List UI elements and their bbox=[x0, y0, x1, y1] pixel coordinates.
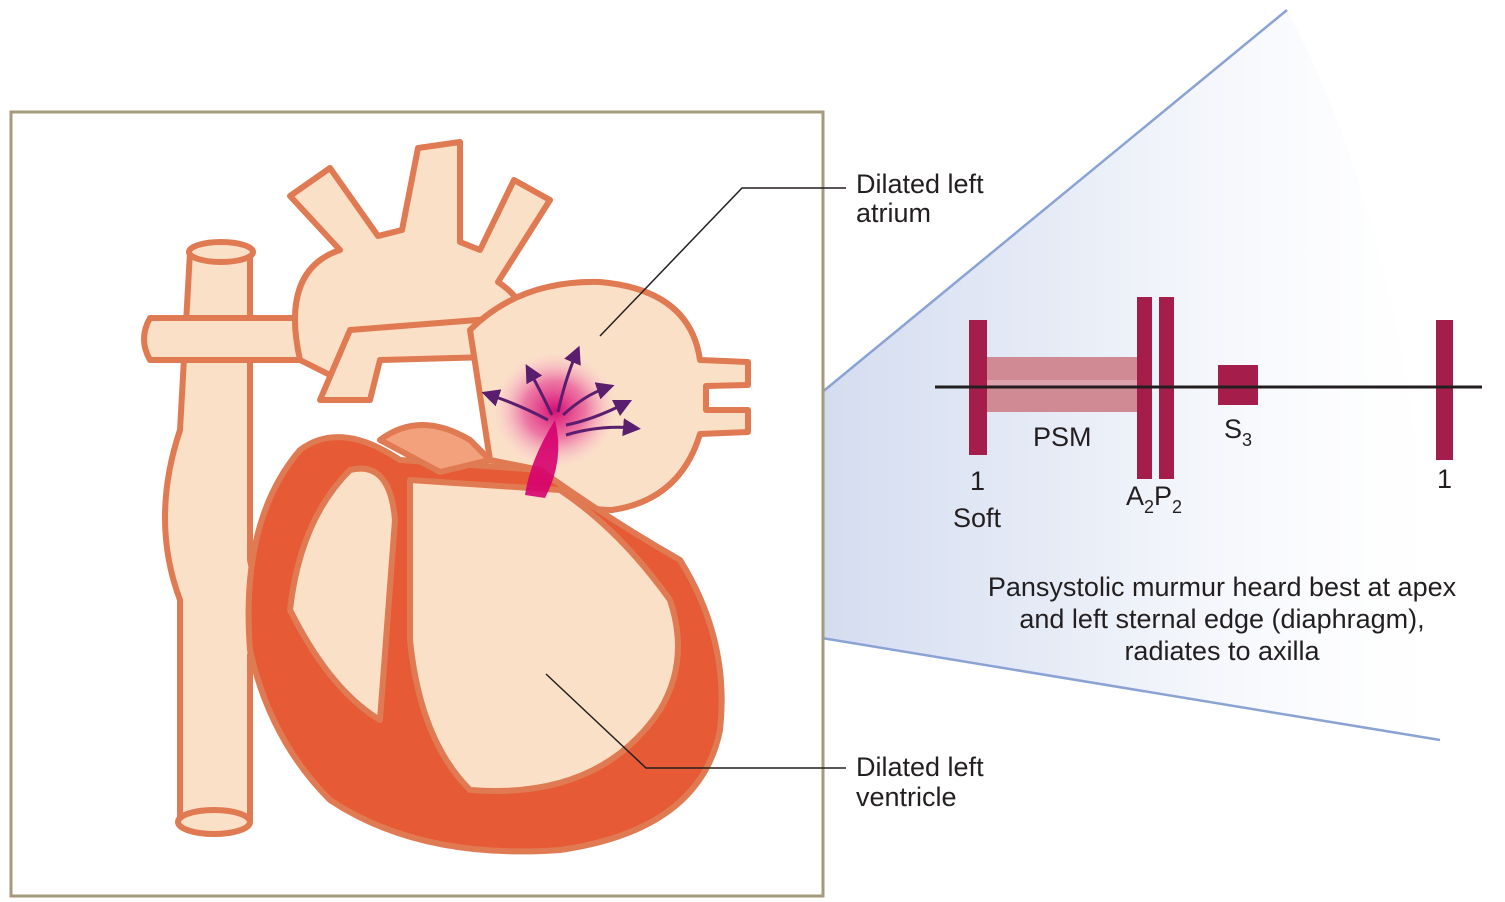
s1-number: 1 bbox=[970, 466, 985, 496]
psm-label: PSM bbox=[1033, 422, 1092, 452]
svg-text:and left sternal edge (diaphra: and left sternal edge (diaphragm), bbox=[1019, 604, 1424, 634]
s1-next-number: 1 bbox=[1437, 464, 1452, 494]
s3-block bbox=[1218, 365, 1258, 405]
s1-next-bar bbox=[1436, 320, 1453, 460]
ventricle-label-line2: ventricle bbox=[856, 782, 957, 812]
svg-text:Pansystolic murmur heard best: Pansystolic murmur heard best at apex bbox=[988, 572, 1457, 602]
atrium-label-line2: atrium bbox=[856, 198, 931, 228]
vena-cava-bottom-opening bbox=[178, 810, 250, 834]
atrium-label-line1: Dilated left bbox=[856, 169, 984, 199]
svg-text:radiates to axilla: radiates to axilla bbox=[1124, 636, 1320, 666]
pulmonary-artery-branch bbox=[144, 318, 310, 360]
s1-quality: Soft bbox=[953, 503, 1002, 533]
vena-cava-top-opening bbox=[189, 242, 253, 262]
ventricle-label-line1: Dilated left bbox=[856, 752, 984, 782]
psm-murmur-band-highlight bbox=[987, 380, 1137, 386]
